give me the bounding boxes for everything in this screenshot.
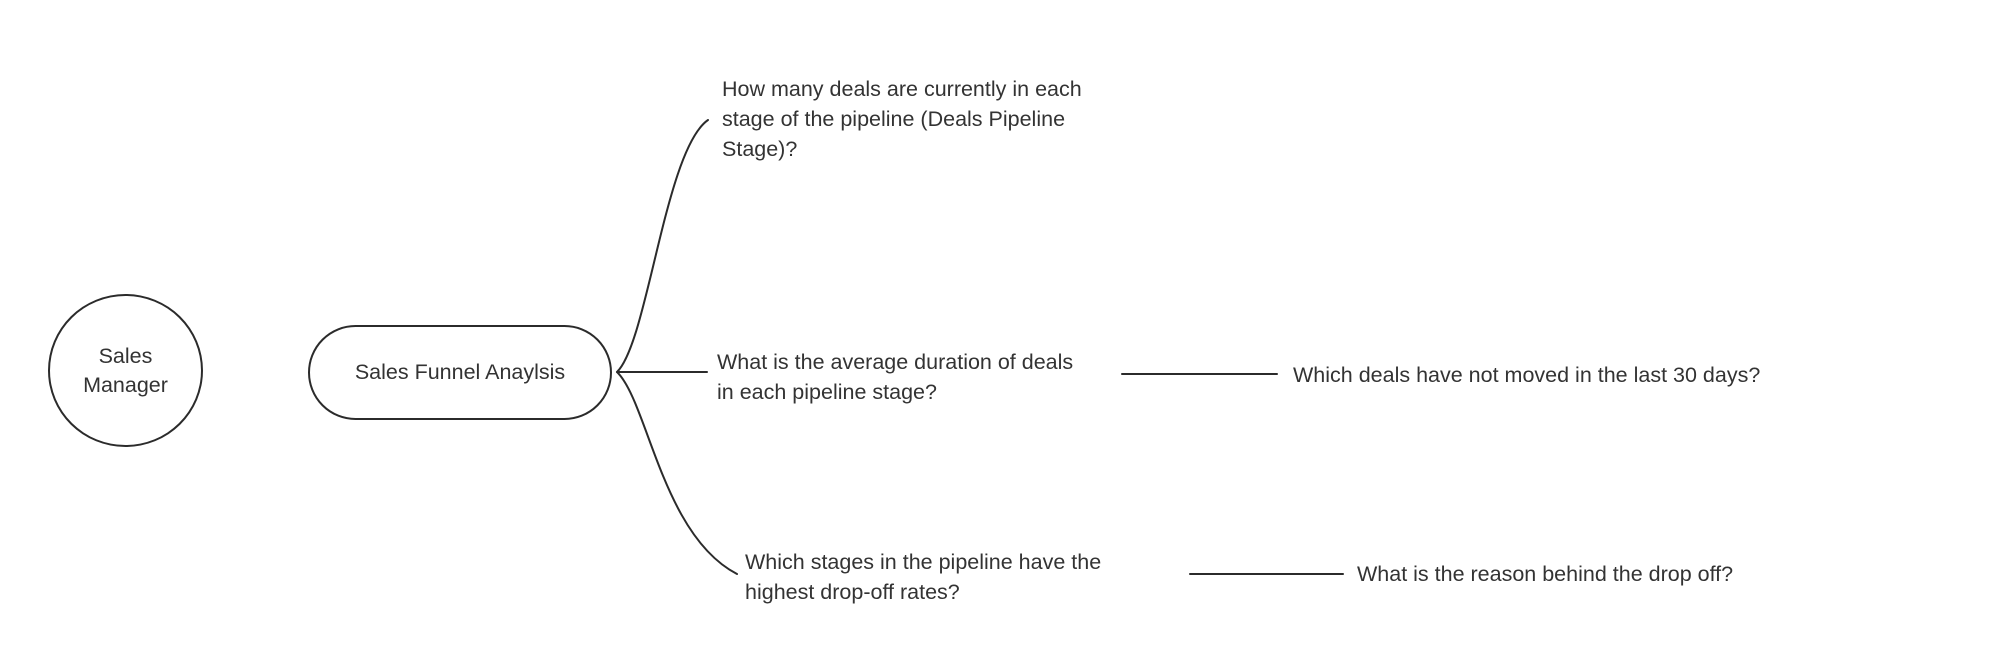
root-node-label-line-1: Sales [98,343,153,368]
child-node-deals-not-moved[interactable]: Which deals have not moved in the last 3… [1293,360,1760,390]
child-node-drop-off-reason[interactable]: What is the reason behind the drop off? [1357,559,1733,589]
branch-node-drop-off-rates[interactable]: Which stages in the pipeline have the hi… [745,547,1101,607]
child-3-label: What is the reason behind the drop off? [1357,562,1734,586]
root-node-label: Sales Manager [83,342,168,400]
branch-1-line-2: stage of the pipeline (Deals Pipeline [722,107,1066,131]
branch-2-line-1: What is the average duration of deals [717,350,1074,374]
branch-1-line-1: How many deals are currently in each [722,77,1082,101]
edge-topic-to-branch-1 [616,119,709,373]
child-2-label: Which deals have not moved in the last 3… [1293,363,1761,387]
branch-1-line-3: Stage)? [722,137,798,161]
branch-2-line-2: in each pipeline stage? [717,380,937,404]
branch-3-line-2: highest drop-off rates? [745,580,960,604]
root-node-label-line-2: Manager [83,372,168,397]
root-node-sales-manager[interactable]: Sales Manager [48,294,203,447]
branch-3-line-1: Which stages in the pipeline have the [745,550,1102,574]
topic-node-sales-funnel-analysis[interactable]: Sales Funnel Anaylsis [308,325,612,420]
branch-node-deals-per-stage[interactable]: How many deals are currently in each sta… [722,74,1082,164]
topic-node-label: Sales Funnel Anaylsis [354,360,566,384]
branch-node-average-duration[interactable]: What is the average duration of deals in… [717,347,1073,407]
